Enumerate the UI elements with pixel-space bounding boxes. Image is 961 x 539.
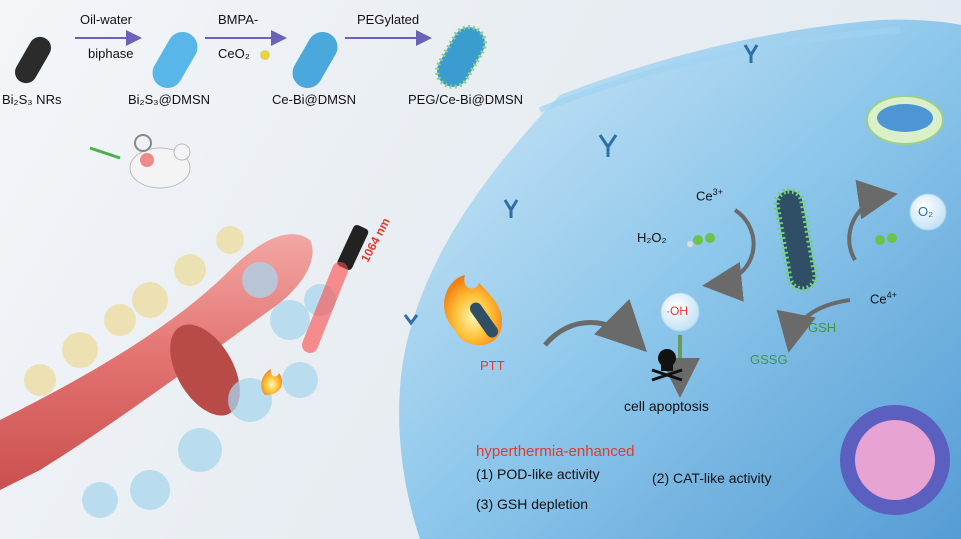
blood-vessel — [0, 234, 313, 490]
ce3-charge: 3+ — [712, 187, 723, 197]
product-cebi: Ce-Bi@DMSN — [272, 92, 356, 107]
rod-dmsn — [152, 32, 198, 88]
step1-label-bottom: biphase — [88, 46, 134, 61]
arrow-gsh — [776, 298, 851, 353]
skull-icon — [651, 349, 683, 382]
o2-label: O₂ — [918, 204, 934, 219]
cell-membrane — [538, 27, 901, 113]
mechanism-item-1: (1) POD-like activity — [476, 466, 600, 482]
ce4-text: Ce — [870, 291, 887, 307]
arrow-ce3-to-oh — [702, 208, 756, 302]
arrow-ptt-to-apoptosis — [543, 299, 648, 353]
ce4-label: Ce4+ — [870, 290, 897, 306]
laser-beam — [302, 262, 348, 353]
product-dmsn: Bi₂S₃@DMSN — [128, 92, 211, 107]
magnifier-icon — [134, 134, 152, 152]
gssg-label: GSSG — [750, 352, 788, 367]
h2o2-molecule — [687, 233, 715, 247]
nanorod-ptt — [469, 302, 499, 338]
oh-label: ·OH — [666, 304, 688, 318]
product-bi2s3: Bi₂S₃ NRs — [2, 92, 62, 107]
rod-peg — [435, 25, 487, 89]
step1-label-top: Oil-water — [80, 12, 133, 27]
tumor-cell — [399, 19, 961, 539]
rod-bi2s3 — [15, 36, 51, 84]
fire-small — [261, 369, 283, 395]
ce3-label: Ce3+ — [696, 187, 723, 203]
o2-bubble — [909, 193, 947, 231]
step2-label-top: BMPA- — [218, 12, 259, 27]
apoptosis-label: cell apoptosis — [624, 398, 709, 414]
oh-bubble — [660, 292, 700, 332]
o2-molecule — [875, 233, 897, 245]
vessel-opening — [170, 324, 240, 416]
cycle-nanoparticle — [773, 187, 819, 293]
mechanism-title: hyperthermia-enhanced — [476, 443, 635, 460]
membrane-receptors — [403, 44, 759, 326]
product-peg: PEG/Ce-Bi@DMSN — [408, 92, 524, 107]
gsh-label: GSH — [808, 320, 837, 335]
arrow-to-o2 — [847, 179, 898, 262]
mechanism-item-2: (2) CAT-like activity — [652, 470, 772, 486]
rod-cebi — [292, 32, 338, 88]
mechanism-item-3: (3) GSH depletion — [476, 496, 589, 512]
step3-label: PEGylated — [357, 12, 420, 27]
step2-label-bottom: CeO₂ — [218, 46, 250, 61]
ce3-text: Ce — [696, 188, 713, 204]
ptt-label: PTT — [480, 358, 505, 373]
laser-device — [337, 224, 369, 270]
mouse-illustration — [89, 143, 191, 189]
ce4-charge: 4+ — [886, 290, 897, 300]
h2o2-label: H₂O₂ — [637, 230, 667, 245]
ceo2-dot — [260, 50, 270, 60]
